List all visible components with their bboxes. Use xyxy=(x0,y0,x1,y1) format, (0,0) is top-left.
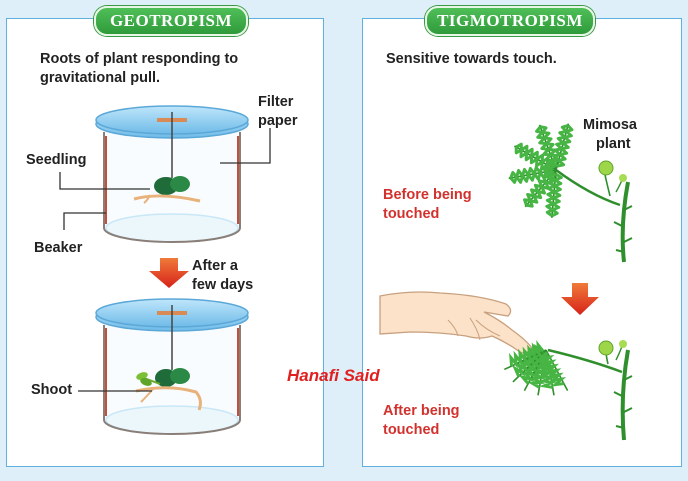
mimosa-label-line1: Mimosa xyxy=(583,117,637,133)
tigmotropism-caption: Sensitive towards touch. xyxy=(386,51,557,67)
beaker-icon xyxy=(95,105,249,243)
beaker-label: Beaker xyxy=(34,240,83,256)
geotropism-banner: GEOTROPISM xyxy=(94,6,248,36)
mimosa-touched-icon xyxy=(499,340,633,441)
seedling-label: Seedling xyxy=(26,152,87,168)
grown-seedling-icon xyxy=(135,368,202,411)
watermark-text: Hanafi Said xyxy=(287,366,380,385)
hand-icon xyxy=(379,291,533,354)
down-arrow-right-icon xyxy=(561,283,599,315)
filter-label-line2: paper xyxy=(258,113,298,129)
after-days-line2: few days xyxy=(192,277,254,293)
mimosa-plant-icon xyxy=(506,120,633,263)
down-arrow-icon xyxy=(149,258,189,288)
geotropism-caption-line1: Roots of plant responding to xyxy=(40,51,239,67)
beaker-after-icon xyxy=(95,298,249,435)
after-touched-line1: After being xyxy=(383,403,460,419)
tigmotropism-panel xyxy=(362,18,682,467)
geotropism-caption-line2: gravitational pull. xyxy=(40,70,161,86)
before-touched-line1: Before being xyxy=(383,187,472,203)
shoot-label: Shoot xyxy=(31,382,73,398)
tigmotropism-banner: TIGMOTROPISM xyxy=(425,6,595,36)
seedling-icon xyxy=(133,176,201,204)
before-touched-line2: touched xyxy=(383,206,440,222)
filter-label-line1: Filter xyxy=(258,94,294,110)
mimosa-label-line2: plant xyxy=(596,136,631,152)
after-days-line1: After a xyxy=(192,258,238,274)
after-touched-line2: touched xyxy=(383,422,440,438)
